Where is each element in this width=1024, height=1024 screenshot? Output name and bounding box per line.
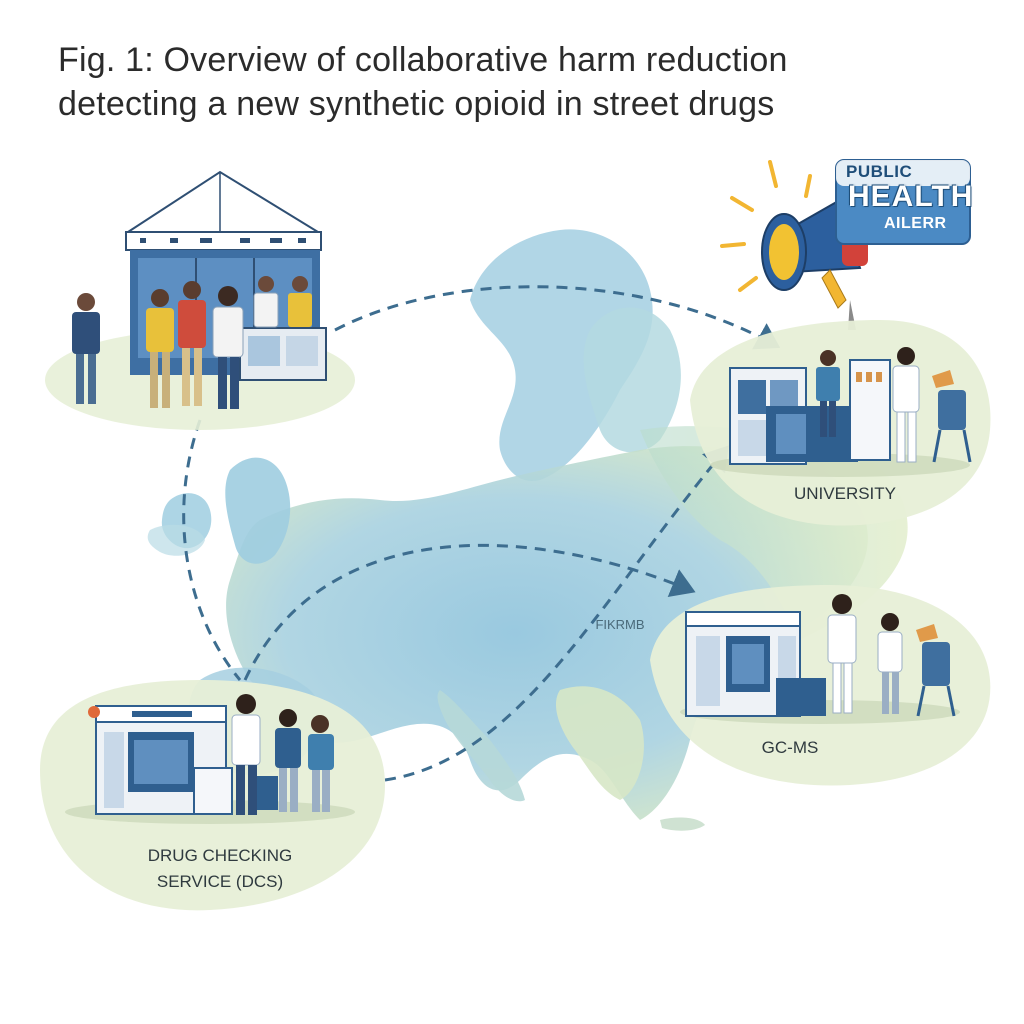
map-balkans [555, 686, 644, 800]
arrow-tent-to-dcs [182, 419, 242, 681]
university-lab [690, 320, 991, 526]
arrow-dcs-to-gcms [243, 543, 696, 681]
alert-rays [720, 160, 812, 292]
drug-checking-service [40, 680, 385, 911]
map-scandinavia [470, 229, 653, 481]
dcs-cart [193, 767, 233, 815]
alert-public-label: PUBLIC [846, 162, 913, 181]
public-health-alert [720, 159, 971, 330]
alert-alert-label: AILERR [884, 215, 947, 232]
connection-arrows [182, 285, 781, 782]
dcs-label-line-1: DRUG CHECKING [147, 846, 293, 865]
gcms-label: GC-MS [761, 738, 819, 757]
tent-roof [124, 170, 322, 233]
tent-banner [125, 231, 322, 251]
dcs-label-line-2: SERVICE (DCS) [156, 872, 284, 891]
title-line-1: Fig. 1: Overview of collaborative harm r… [58, 41, 788, 79]
map-crete [660, 817, 705, 831]
map-finland [583, 307, 681, 453]
figure-title: Fig. 1: Overview of collaborative harm r… [58, 38, 978, 126]
arrow-dcs-to-university [384, 445, 729, 782]
alert-health-label: HEALTH [848, 180, 974, 213]
map-region-label: FIKRMB [595, 617, 645, 632]
people-group-community [72, 276, 312, 409]
map-britain [225, 457, 291, 564]
arrow-tent-to-university [334, 285, 781, 350]
map-continent [226, 446, 868, 820]
gcms-console [776, 678, 826, 716]
map-italy [437, 690, 525, 802]
map-iceland [147, 524, 205, 556]
dcs-label: DRUG CHECKING SERVICE (DCS) [110, 843, 330, 895]
title-line-2: detecting a new synthetic opioid in stre… [58, 85, 775, 123]
gcms-lab [650, 585, 991, 786]
community-site [45, 170, 355, 430]
university-label: UNIVERSITY [793, 484, 897, 503]
